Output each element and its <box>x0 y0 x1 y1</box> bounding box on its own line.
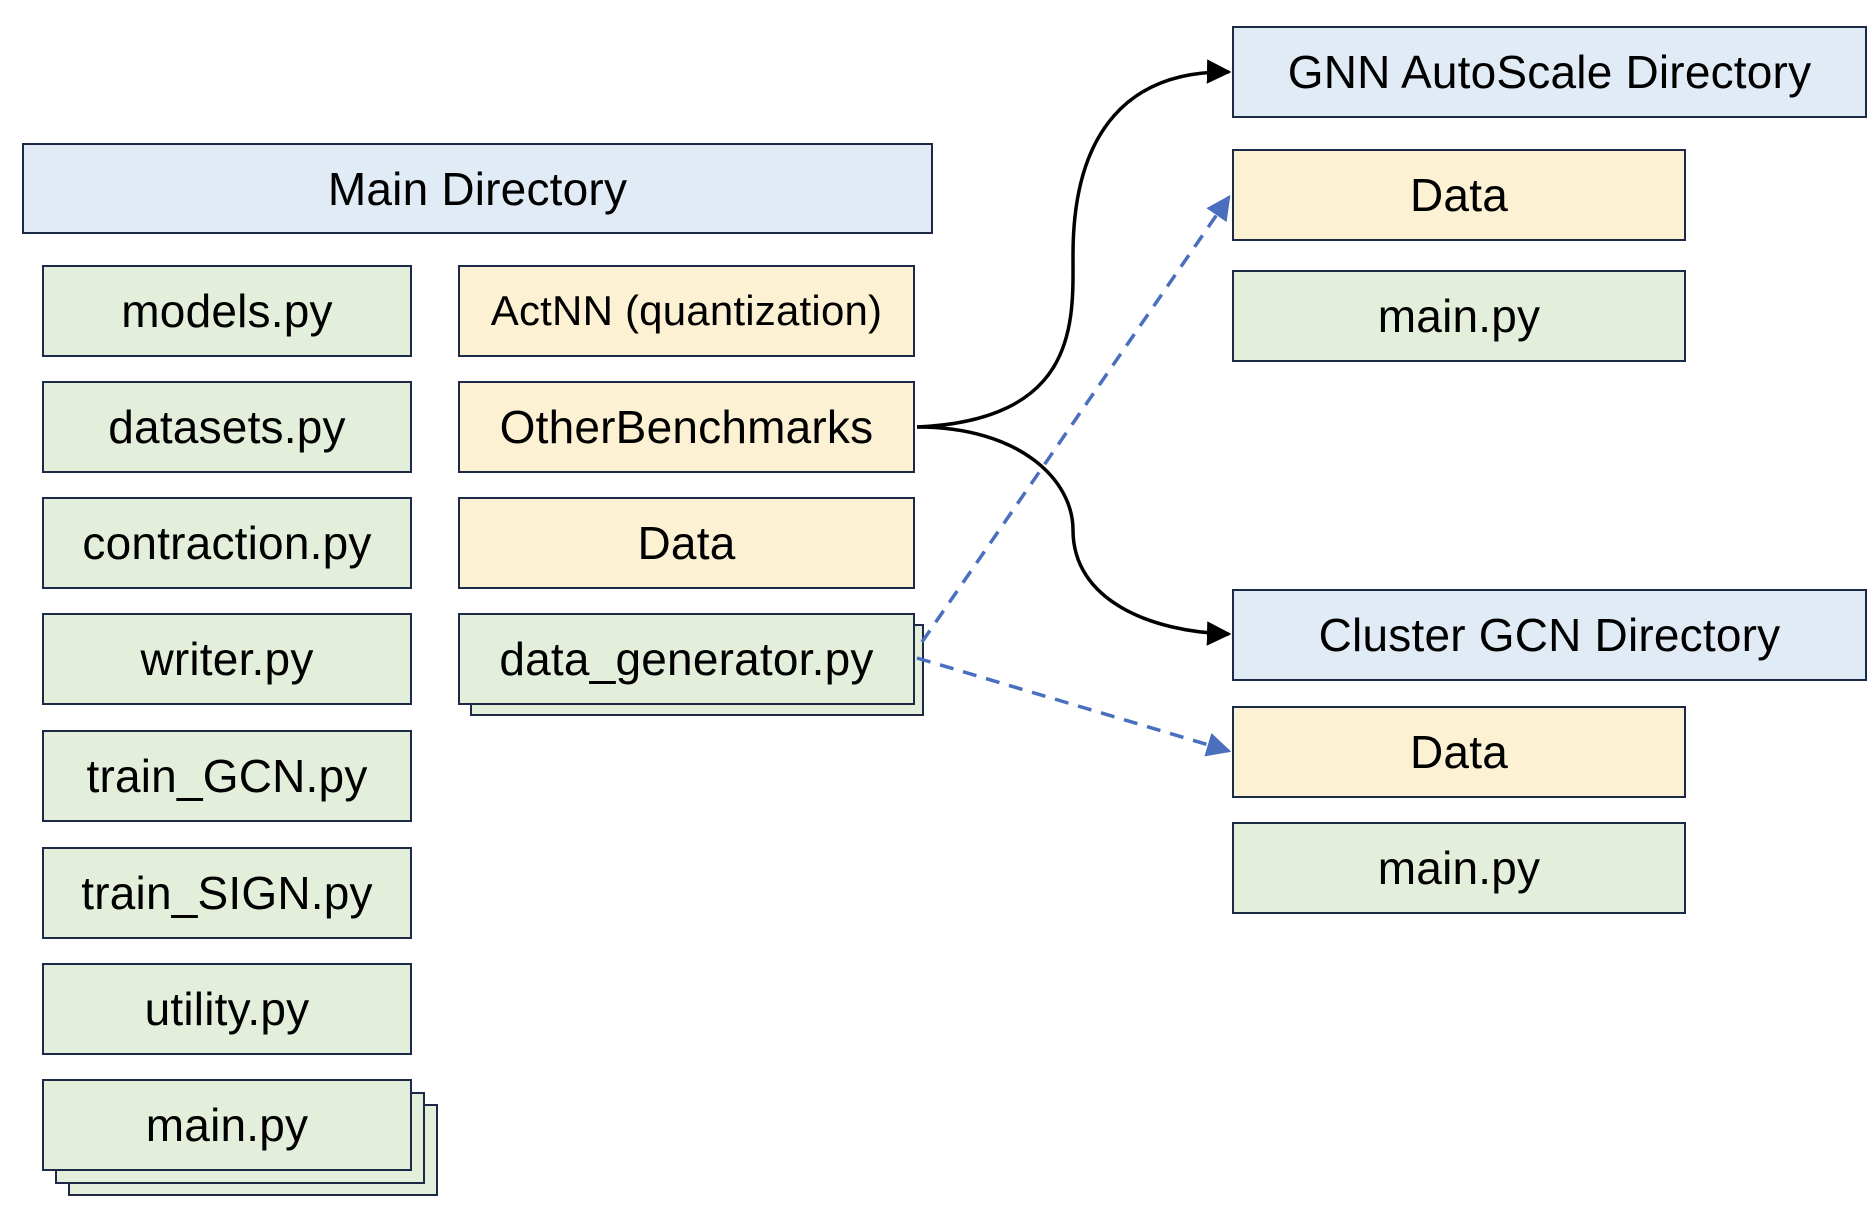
file-train-gcn: train_GCN.py <box>42 730 412 822</box>
cluster-gcn-data: Data <box>1232 706 1686 798</box>
arrow-otherbenchmarks-to-gnn-autoscale <box>916 59 1232 429</box>
file-models: models.py <box>42 265 412 357</box>
dashed-arrow-data-generator-to-cluster-data <box>916 656 1232 757</box>
gnn-autoscale-data: Data <box>1232 149 1686 241</box>
main-directory-header: Main Directory <box>22 143 933 234</box>
arrow-otherbenchmarks-to-cluster-gcn <box>916 425 1232 646</box>
folder-otherbenchmarks: OtherBenchmarks <box>458 381 915 473</box>
folder-data: Data <box>458 497 915 589</box>
file-contraction: contraction.py <box>42 497 412 589</box>
file-train-sign: train_SIGN.py <box>42 847 412 939</box>
dashed-arrow-data-generator-to-gnn-data <box>920 194 1231 643</box>
file-writer: writer.py <box>42 613 412 705</box>
file-main: main.py <box>42 1079 412 1171</box>
cluster-gcn-main: main.py <box>1232 822 1686 914</box>
folder-actnn: ActNN (quantization) <box>458 265 915 357</box>
gnn-autoscale-header: GNN AutoScale Directory <box>1232 26 1867 118</box>
file-datasets: datasets.py <box>42 381 412 473</box>
file-data-generator: data_generator.py <box>458 613 915 705</box>
gnn-autoscale-main: main.py <box>1232 270 1686 362</box>
file-utility: utility.py <box>42 963 412 1055</box>
cluster-gcn-header: Cluster GCN Directory <box>1232 589 1867 681</box>
